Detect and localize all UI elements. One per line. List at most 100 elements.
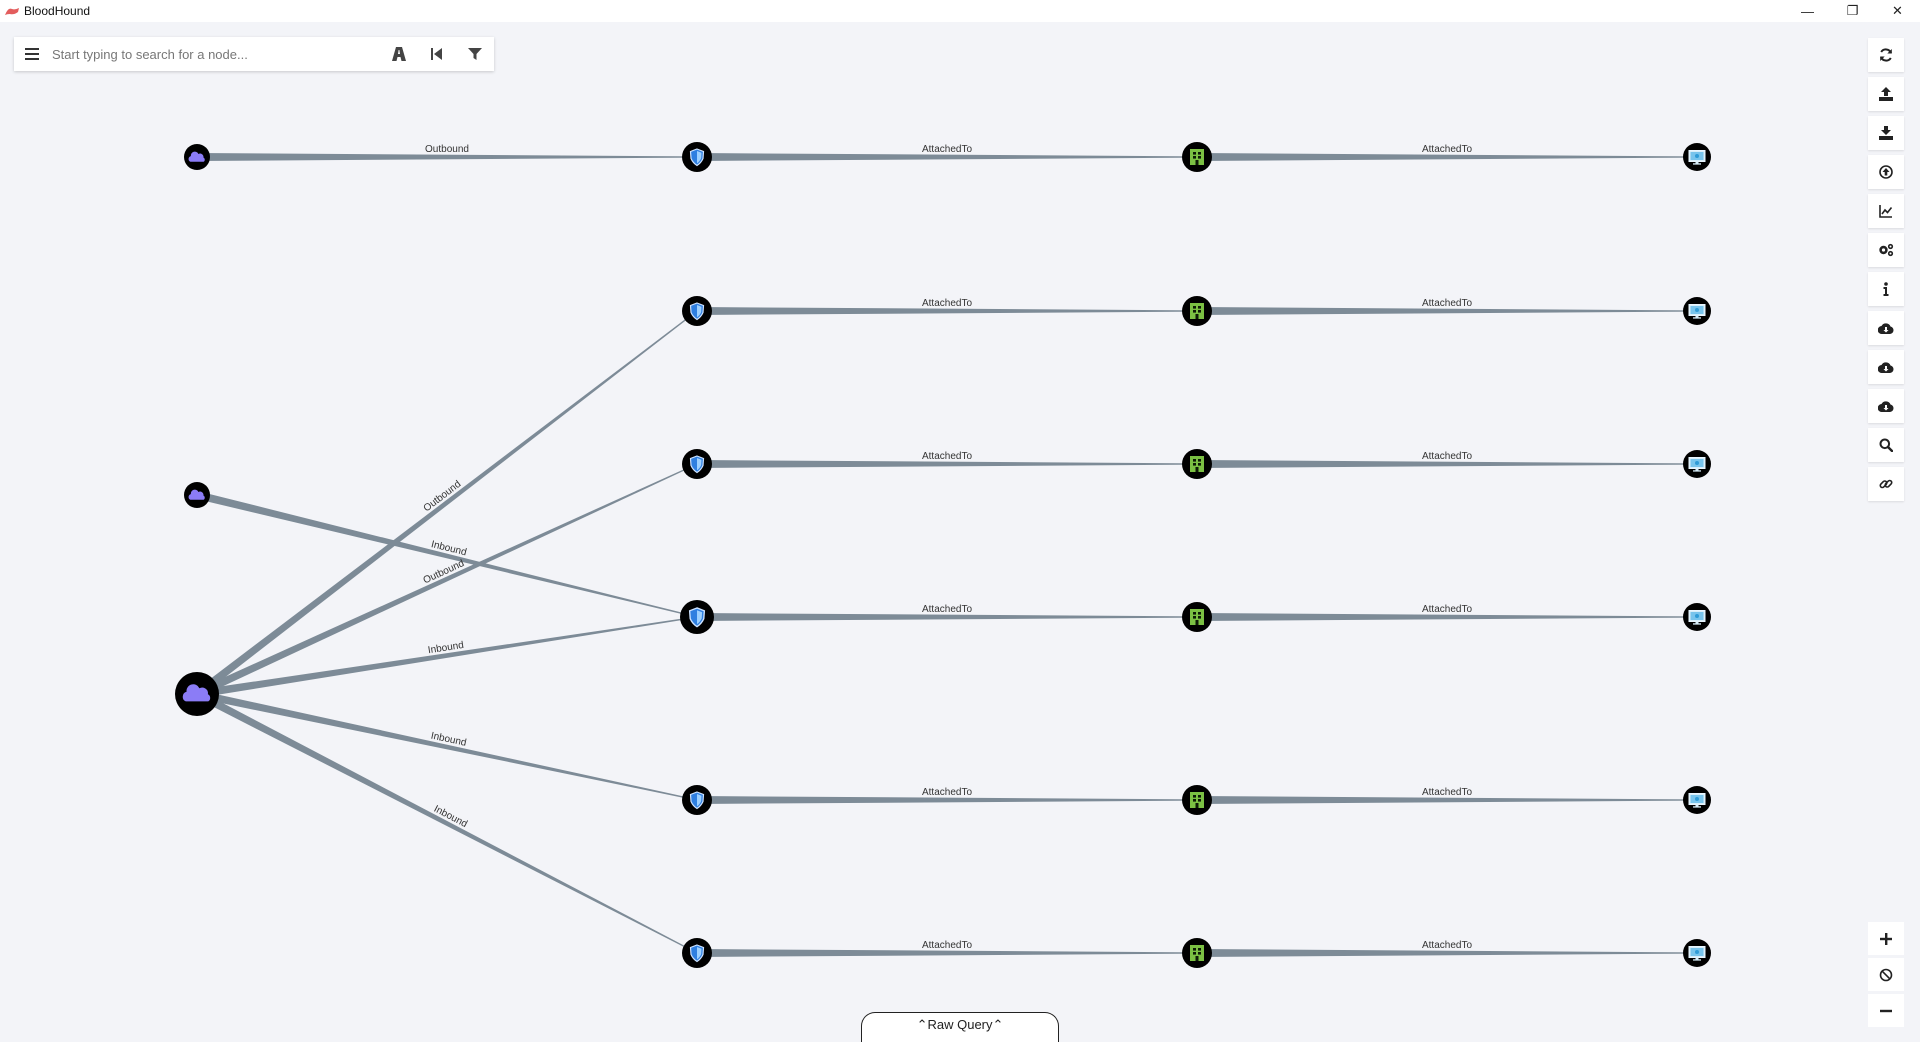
edge-label: AttachedTo	[1422, 940, 1472, 951]
edge-policy-1-building-1[interactable]	[697, 153, 1197, 161]
edge-label: Inbound	[427, 640, 464, 656]
edge-label: AttachedTo	[922, 604, 972, 615]
road-icon	[392, 47, 406, 61]
edge-policy-6-building-6[interactable]	[697, 949, 1197, 957]
edge-tenant-main-policy-3[interactable]	[195, 463, 698, 698]
edge-tenant-top-policy-1[interactable]	[197, 153, 697, 161]
import-graph-button[interactable]	[1868, 116, 1904, 150]
plus-icon	[1880, 932, 1892, 945]
filter-button[interactable]	[456, 37, 494, 71]
upload-data-button[interactable]	[1868, 155, 1904, 189]
zoom-out-button[interactable]	[1868, 994, 1904, 1027]
edge-tenant-main-policy-6[interactable]	[195, 690, 698, 954]
edge-building-6-computer-6[interactable]	[1197, 949, 1697, 957]
minimize-button[interactable]: —	[1801, 3, 1814, 19]
node-tenant-main[interactable]	[175, 672, 219, 716]
link-button[interactable]	[1868, 467, 1904, 501]
edge-policy-3-building-3[interactable]	[697, 460, 1197, 468]
restore-button[interactable]: ❐	[1846, 3, 1859, 18]
reset-zoom-button[interactable]	[1868, 958, 1904, 991]
node-computer-6[interactable]	[1683, 939, 1711, 967]
edge-label: AttachedTo	[922, 144, 972, 155]
cloud-download-icon	[1878, 323, 1894, 334]
edge-label: AttachedTo	[922, 298, 972, 309]
raw-query-label: Raw Query	[927, 1017, 993, 1032]
zoom-in-button[interactable]	[1868, 922, 1904, 955]
import-icon	[1879, 126, 1893, 140]
step-backward-icon	[431, 48, 442, 60]
chevron-up-icon: ⌃	[916, 1017, 928, 1032]
query-search-button[interactable]	[1868, 428, 1904, 462]
node-computer-3[interactable]	[1683, 450, 1711, 478]
export-graph-button[interactable]	[1868, 77, 1904, 111]
edge-label: AttachedTo	[1422, 144, 1472, 155]
edge-tenant-main-policy-2[interactable]	[194, 310, 698, 698]
edge-label: AttachedTo	[922, 451, 972, 462]
node-building-3[interactable]	[1182, 449, 1212, 479]
info-icon	[1883, 282, 1889, 296]
bloodhound-logo-icon	[5, 8, 19, 15]
edge-label: AttachedTo	[1422, 298, 1472, 309]
edge-tenant-mid-policy-4[interactable]	[196, 491, 698, 618]
node-tenant-mid[interactable]	[184, 482, 210, 508]
title-bar: BloodHound — ❐ ✕	[0, 0, 1920, 22]
node-policy-3[interactable]	[682, 449, 712, 479]
edge-policy-5-building-5[interactable]	[697, 796, 1197, 804]
search-bar	[14, 37, 494, 71]
node-tenant-top[interactable]	[184, 144, 210, 170]
database-info-button[interactable]	[1868, 194, 1904, 228]
edges-layer	[194, 153, 1697, 957]
pathfinding-button[interactable]	[380, 37, 418, 71]
node-building-6[interactable]	[1182, 938, 1212, 968]
node-computer-1[interactable]	[1683, 143, 1711, 171]
node-building-5[interactable]	[1182, 785, 1212, 815]
chart-icon	[1879, 205, 1893, 218]
edge-label: AttachedTo	[1422, 787, 1472, 798]
close-button[interactable]: ✕	[1892, 3, 1903, 18]
window-controls: — ❐ ✕	[1785, 0, 1920, 22]
menu-button[interactable]	[14, 37, 50, 71]
node-policy-1[interactable]	[682, 142, 712, 172]
nodes-layer	[175, 142, 1711, 968]
filter-icon	[468, 48, 482, 60]
cloud-download-button-1[interactable]	[1868, 311, 1904, 345]
node-policy-5[interactable]	[682, 785, 712, 815]
minus-icon	[1880, 1009, 1892, 1012]
edge-tenant-main-policy-5[interactable]	[196, 690, 698, 801]
edge-building-5-computer-5[interactable]	[1197, 796, 1697, 804]
cloud-download-icon	[1878, 401, 1894, 412]
refresh-button[interactable]	[1868, 38, 1904, 72]
hamburger-icon	[25, 48, 39, 60]
zoom-controls	[1868, 922, 1904, 1030]
edge-building-4-computer-4[interactable]	[1197, 613, 1697, 621]
node-policy-2[interactable]	[682, 296, 712, 326]
node-building-4[interactable]	[1182, 602, 1212, 632]
about-button[interactable]	[1868, 272, 1904, 306]
cloud-download-button-3[interactable]	[1868, 389, 1904, 423]
right-toolbar	[1868, 38, 1904, 506]
edge-building-3-computer-3[interactable]	[1197, 460, 1697, 468]
refresh-icon	[1880, 48, 1892, 62]
edge-tenant-main-policy-4[interactable]	[196, 616, 698, 698]
node-policy-4[interactable]	[680, 600, 714, 634]
edge-label: Outbound	[425, 144, 469, 155]
node-building-1[interactable]	[1182, 142, 1212, 172]
node-computer-2[interactable]	[1683, 297, 1711, 325]
node-search-input[interactable]	[50, 38, 380, 70]
edge-policy-2-building-2[interactable]	[697, 307, 1197, 315]
edge-building-2-computer-2[interactable]	[1197, 307, 1697, 315]
back-button[interactable]	[418, 37, 456, 71]
edge-policy-4-building-4[interactable]	[697, 613, 1197, 621]
node-policy-6[interactable]	[682, 938, 712, 968]
settings-button[interactable]	[1868, 233, 1904, 267]
node-building-2[interactable]	[1182, 296, 1212, 326]
chevron-up-icon: ⌃	[992, 1017, 1004, 1032]
node-computer-4[interactable]	[1683, 603, 1711, 631]
cloud-download-button-2[interactable]	[1868, 350, 1904, 384]
raw-query-toggle[interactable]: ⌃ Raw Query ⌃	[861, 1012, 1059, 1042]
node-computer-5[interactable]	[1683, 786, 1711, 814]
link-icon	[1879, 479, 1893, 489]
edge-building-1-computer-1[interactable]	[1197, 153, 1697, 161]
cloud-download-icon	[1878, 362, 1894, 373]
